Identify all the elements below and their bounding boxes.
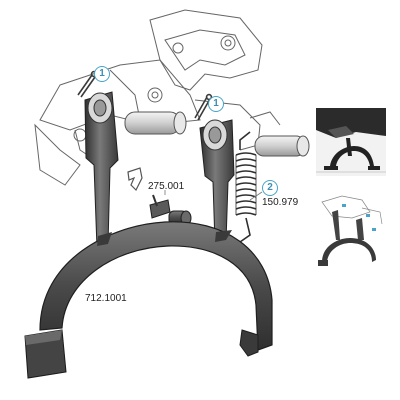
thumbnail-installed-photo xyxy=(316,108,386,176)
stopper-bolt xyxy=(149,194,192,226)
callout-2: 2 xyxy=(262,180,278,196)
pivot-shaft-right xyxy=(254,135,310,157)
thumbnail-exploded-diagram xyxy=(312,190,390,272)
stand-arch xyxy=(39,221,273,357)
exploded-diagram-mini xyxy=(318,195,383,266)
installed-photo-drawing xyxy=(316,108,386,176)
part-number-stand: 712.1001 xyxy=(85,293,127,304)
clip-part xyxy=(127,167,143,192)
leader-lines xyxy=(164,190,263,201)
stand-right-leg xyxy=(199,119,235,245)
return-spring xyxy=(235,131,257,243)
part-number-bolt: 275.001 xyxy=(148,181,185,192)
pivot-shaft-left xyxy=(124,111,187,135)
cotter-pin-left xyxy=(77,70,98,98)
stand-foot-pad xyxy=(24,329,67,379)
callout-1-right: 1 xyxy=(208,96,224,112)
callout-1-left: 1 xyxy=(94,66,110,82)
part-number-spring: 150.979 xyxy=(262,197,299,208)
stand-left-leg xyxy=(84,91,119,249)
